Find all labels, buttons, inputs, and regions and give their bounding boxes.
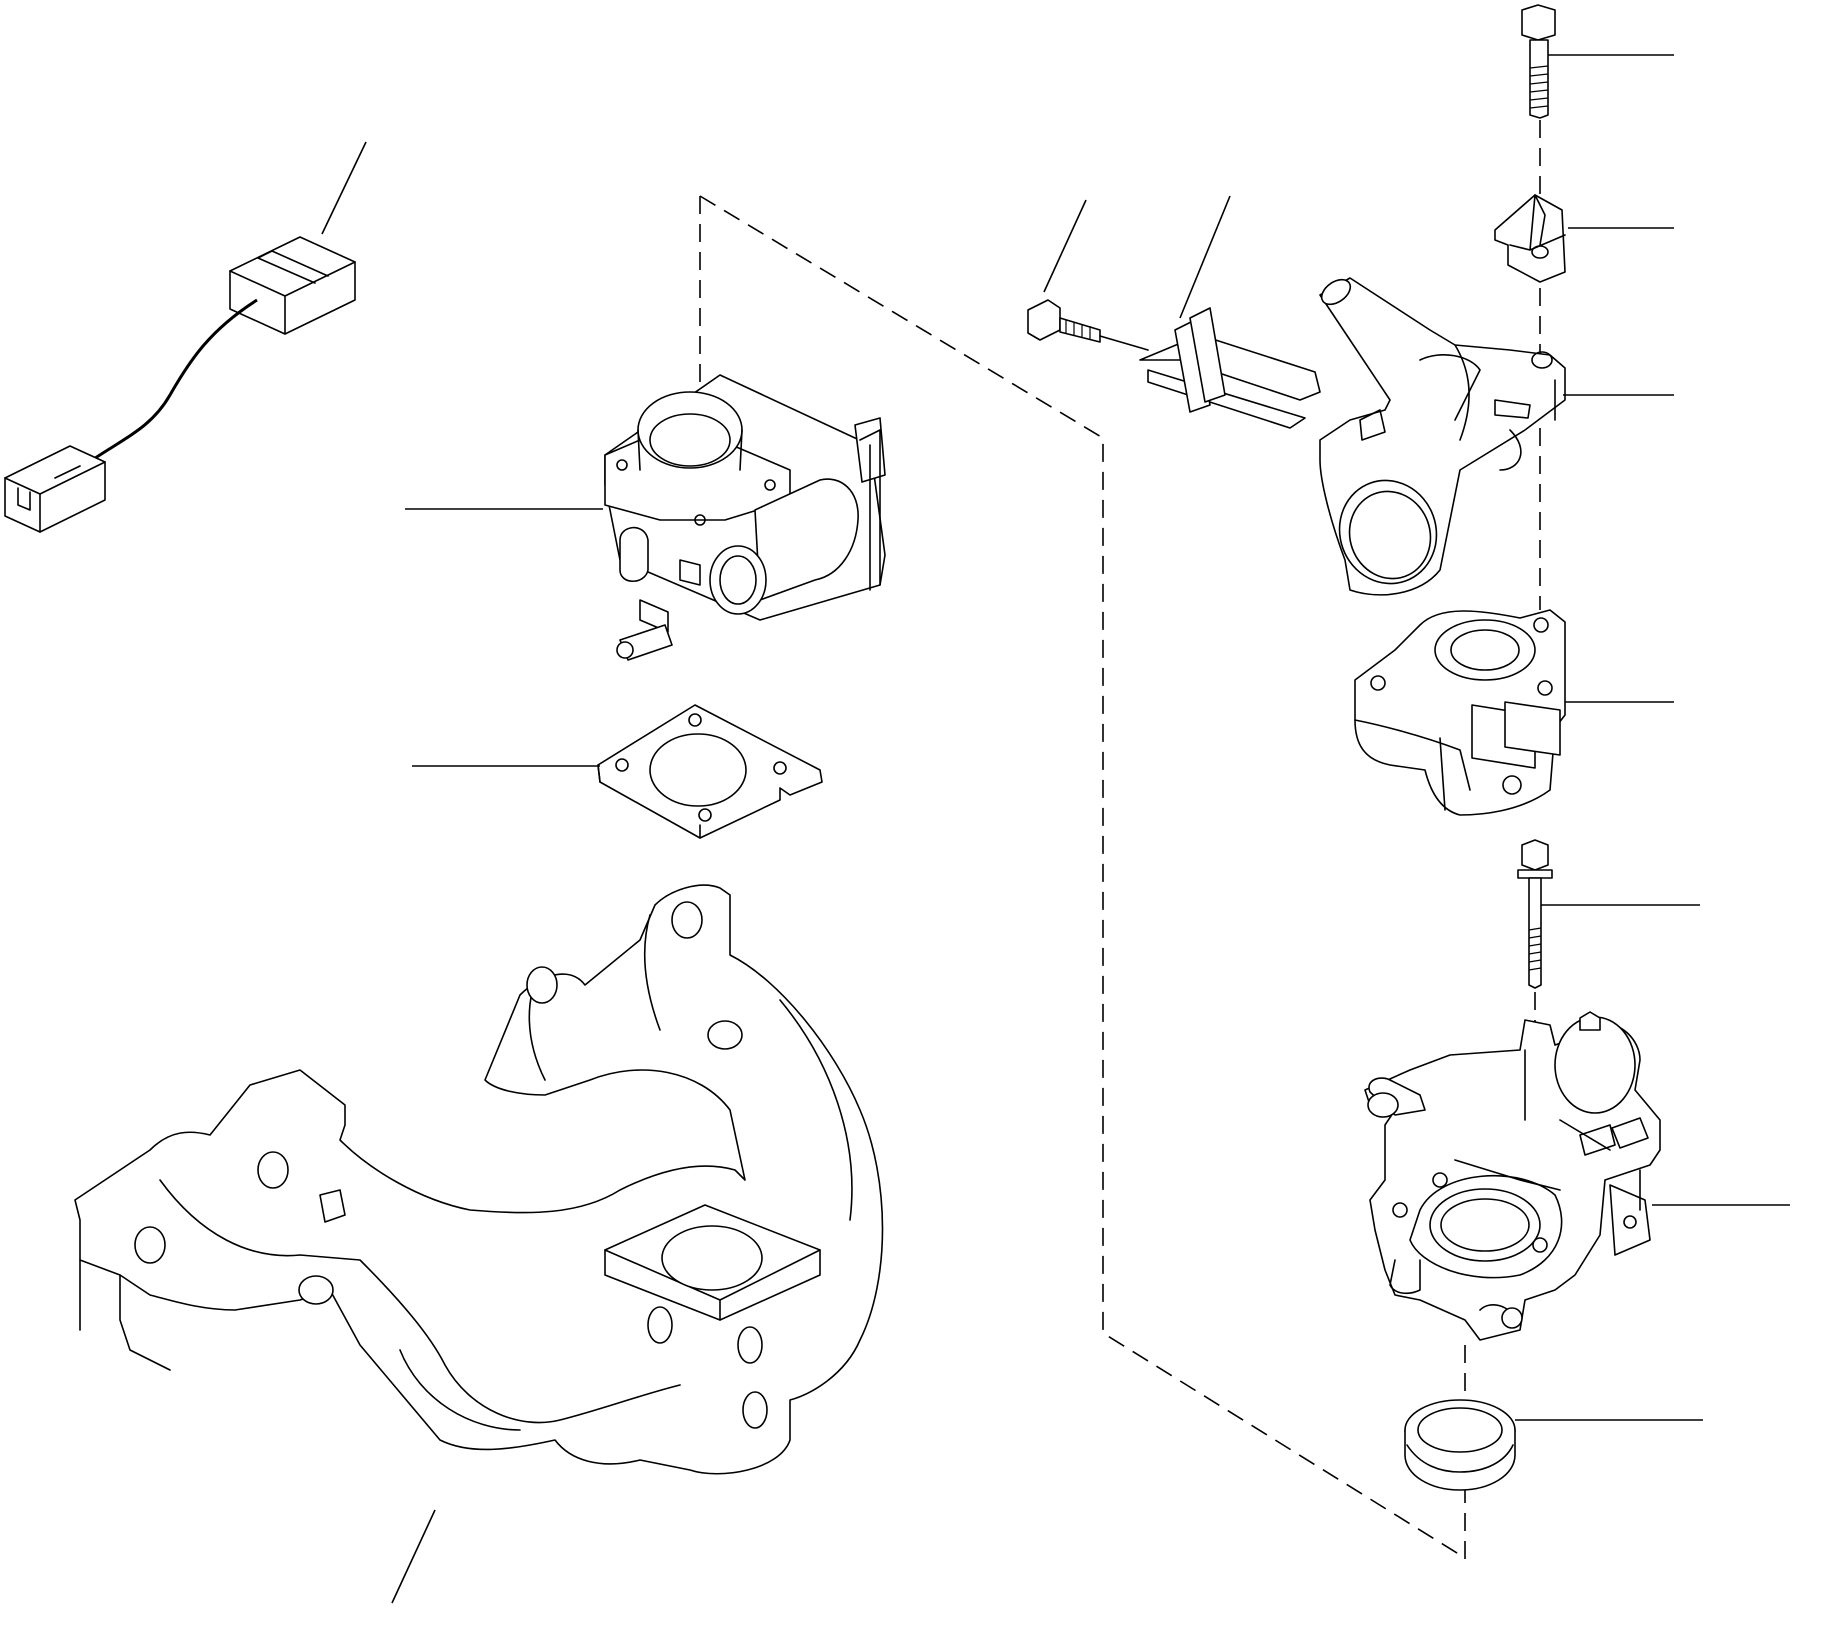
throttle-gasket[interactable] [597, 704, 823, 839]
harness-connector[interactable] [4, 236, 356, 533]
thermostat-housing[interactable] [1354, 609, 1566, 816]
leader-line-thermostat-gasket [1179, 195, 1231, 319]
thermostat-gasket[interactable] [1139, 307, 1321, 429]
water-outlet[interactable] [1317, 275, 1566, 598]
leader-line-harness [321, 141, 367, 235]
intake-manifold[interactable] [74, 884, 884, 1475]
leader-line-manifold [391, 1509, 436, 1604]
throttle-body[interactable] [604, 374, 886, 661]
flange-bolt[interactable] [1027, 299, 1149, 351]
leader-line-flange-bolt [1043, 199, 1087, 293]
seal-ring[interactable] [1404, 1399, 1516, 1491]
throttle-assembly[interactable] [1364, 1011, 1661, 1341]
long-bolt-top[interactable] [1521, 4, 1556, 119]
bracket-clip[interactable] [1494, 194, 1566, 283]
long-bolt-lower[interactable] [1517, 839, 1553, 989]
assembly-dashed-outline [699, 195, 1466, 1559]
